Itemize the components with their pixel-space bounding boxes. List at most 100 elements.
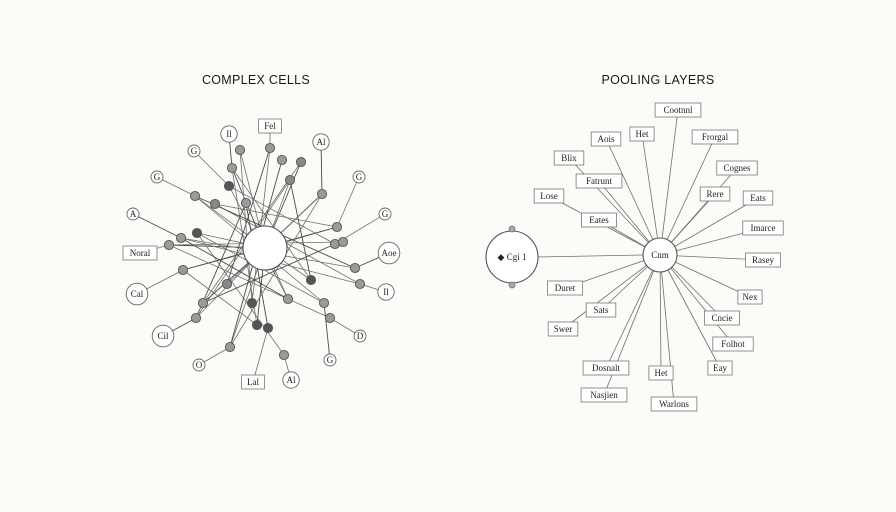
outer-label-text: G bbox=[191, 146, 198, 156]
pool-label-text: Fatrunt bbox=[586, 176, 612, 186]
left-panel-title: COMPLEX CELLS bbox=[202, 73, 310, 87]
outer-label-node: Cil bbox=[151, 324, 175, 348]
connection-line bbox=[537, 254, 644, 258]
pool-label-text: Lose bbox=[540, 191, 558, 201]
connection-line bbox=[605, 138, 661, 256]
connection-line bbox=[641, 133, 661, 256]
outer-label-node: O bbox=[192, 358, 206, 372]
pool-label-text: Eay bbox=[713, 363, 727, 373]
connection-line bbox=[231, 167, 312, 281]
outer-label-text: Il bbox=[383, 287, 389, 297]
outer-label-node: G bbox=[323, 353, 337, 367]
pool-label-text: Cncie bbox=[712, 313, 733, 323]
pool-label-box: Aois bbox=[590, 131, 622, 147]
pool-label-box: Fatrunt bbox=[575, 173, 623, 189]
outer-label-text: Il bbox=[226, 129, 232, 139]
pool-label-text: Nasjien bbox=[590, 390, 618, 400]
cell-node bbox=[234, 144, 246, 156]
outer-label-node: A bbox=[126, 207, 140, 221]
cell-node bbox=[316, 188, 328, 200]
cell-node bbox=[226, 162, 238, 174]
side-pool-node: ◆ Cgi 1 bbox=[485, 225, 539, 289]
cell-node bbox=[305, 274, 317, 286]
outer-label-text: G bbox=[382, 209, 389, 219]
connection-line bbox=[156, 176, 196, 197]
cell-node bbox=[251, 319, 263, 331]
connection-line bbox=[562, 254, 661, 330]
cell-node bbox=[191, 227, 203, 239]
connection-line bbox=[239, 149, 253, 304]
pool-label-text: Cootnnl bbox=[663, 105, 693, 115]
connection-line bbox=[568, 157, 661, 256]
pool-label-text: Folhot bbox=[721, 339, 745, 349]
cell-node bbox=[224, 341, 236, 353]
connection-line bbox=[214, 203, 338, 228]
pool-label-box: Het bbox=[629, 126, 655, 142]
outer-label-node: Al bbox=[312, 133, 330, 151]
cell-node bbox=[221, 278, 233, 290]
pool-label-box: Sats bbox=[585, 302, 617, 318]
cell-node bbox=[349, 262, 361, 274]
pool-label-text: Swer bbox=[554, 324, 573, 334]
pool-label-text: Eats bbox=[750, 193, 766, 203]
pool-label-box: Eay bbox=[707, 360, 733, 376]
outer-label-text: Cil bbox=[157, 331, 169, 341]
pool-label-text: Frorgal bbox=[702, 132, 729, 142]
cell-node bbox=[295, 156, 307, 168]
pool-label-box: Imarce bbox=[742, 220, 784, 236]
outer-label-node: Noral bbox=[122, 245, 158, 261]
outer-label-node: D bbox=[353, 329, 367, 343]
port-dot bbox=[508, 225, 516, 233]
pool-label-box: Swer bbox=[547, 321, 579, 337]
outer-label-text: Aoe bbox=[382, 248, 397, 258]
pool-label-text: Aois bbox=[597, 134, 615, 144]
cell-node bbox=[189, 190, 201, 202]
pooling-hub-node: Cnm bbox=[642, 237, 678, 273]
pool-label-box: Dosnalt bbox=[582, 360, 630, 376]
cell-node bbox=[278, 349, 290, 361]
cell-node bbox=[175, 232, 187, 244]
cell-node bbox=[223, 180, 235, 192]
outer-label-text: O bbox=[196, 360, 203, 370]
connection-line bbox=[659, 254, 662, 374]
connection-line bbox=[132, 213, 182, 239]
cell-node bbox=[262, 322, 274, 334]
cell-node bbox=[276, 154, 288, 166]
cell-node bbox=[324, 312, 336, 324]
outer-label-text: Al bbox=[317, 137, 326, 147]
outer-label-text: Cal bbox=[131, 289, 144, 299]
outer-label-node: Lal bbox=[241, 374, 265, 390]
connection-line bbox=[214, 203, 361, 285]
pool-label-text: Het bbox=[636, 129, 649, 139]
cell-node bbox=[284, 174, 296, 186]
port-dot bbox=[508, 281, 516, 289]
connection-line bbox=[228, 185, 336, 245]
connection-line bbox=[659, 254, 721, 369]
outer-label-text: A bbox=[130, 209, 137, 219]
pool-label-box: Lose bbox=[533, 188, 565, 204]
connection-line bbox=[182, 269, 258, 326]
pool-label-box: Frorgal bbox=[691, 129, 739, 145]
outer-label-text: Noral bbox=[130, 248, 151, 258]
central-hub-node bbox=[242, 225, 288, 271]
outer-label-text: Al bbox=[287, 375, 296, 385]
cell-node bbox=[177, 264, 189, 276]
outer-label-text: Fel bbox=[264, 121, 276, 131]
pool-label-text: Blix bbox=[561, 153, 577, 163]
side-node-label: ◆ Cgi 1 bbox=[498, 252, 527, 262]
outer-label-text: G bbox=[356, 172, 363, 182]
pool-label-box: Nasjien bbox=[580, 387, 628, 403]
cell-node bbox=[337, 236, 349, 248]
pool-label-text: Rere bbox=[707, 189, 724, 199]
cell-node bbox=[240, 197, 252, 209]
right-panel-title: POOLING LAYERS bbox=[601, 73, 714, 87]
outer-label-node: Aoe bbox=[377, 241, 401, 265]
connection-line bbox=[336, 176, 360, 228]
connection-line bbox=[659, 109, 679, 256]
outer-label-node: Al bbox=[282, 371, 300, 389]
cell-node bbox=[246, 297, 258, 309]
outer-label-node: Fel bbox=[258, 118, 282, 134]
outer-label-text: Lal bbox=[247, 377, 259, 387]
